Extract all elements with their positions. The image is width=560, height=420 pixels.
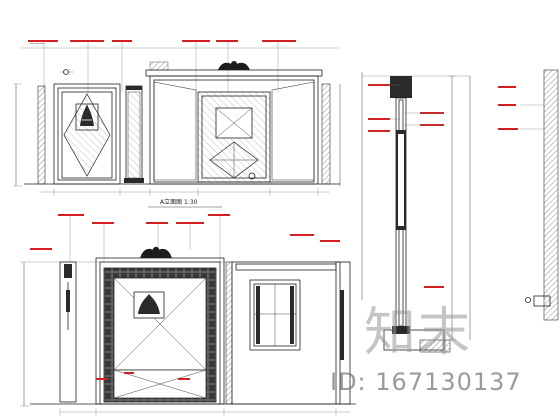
section-detail: [361, 69, 559, 353]
svg-text:———: ———: [30, 41, 45, 47]
bottom-elevation: [20, 214, 356, 416]
top-elevation: ———: [13, 40, 341, 208]
elevation-title: A立面图 1:30: [160, 198, 198, 206]
watermark-id: ID: 167130137: [330, 368, 522, 396]
watermark-logo: 知末: [364, 303, 473, 363]
